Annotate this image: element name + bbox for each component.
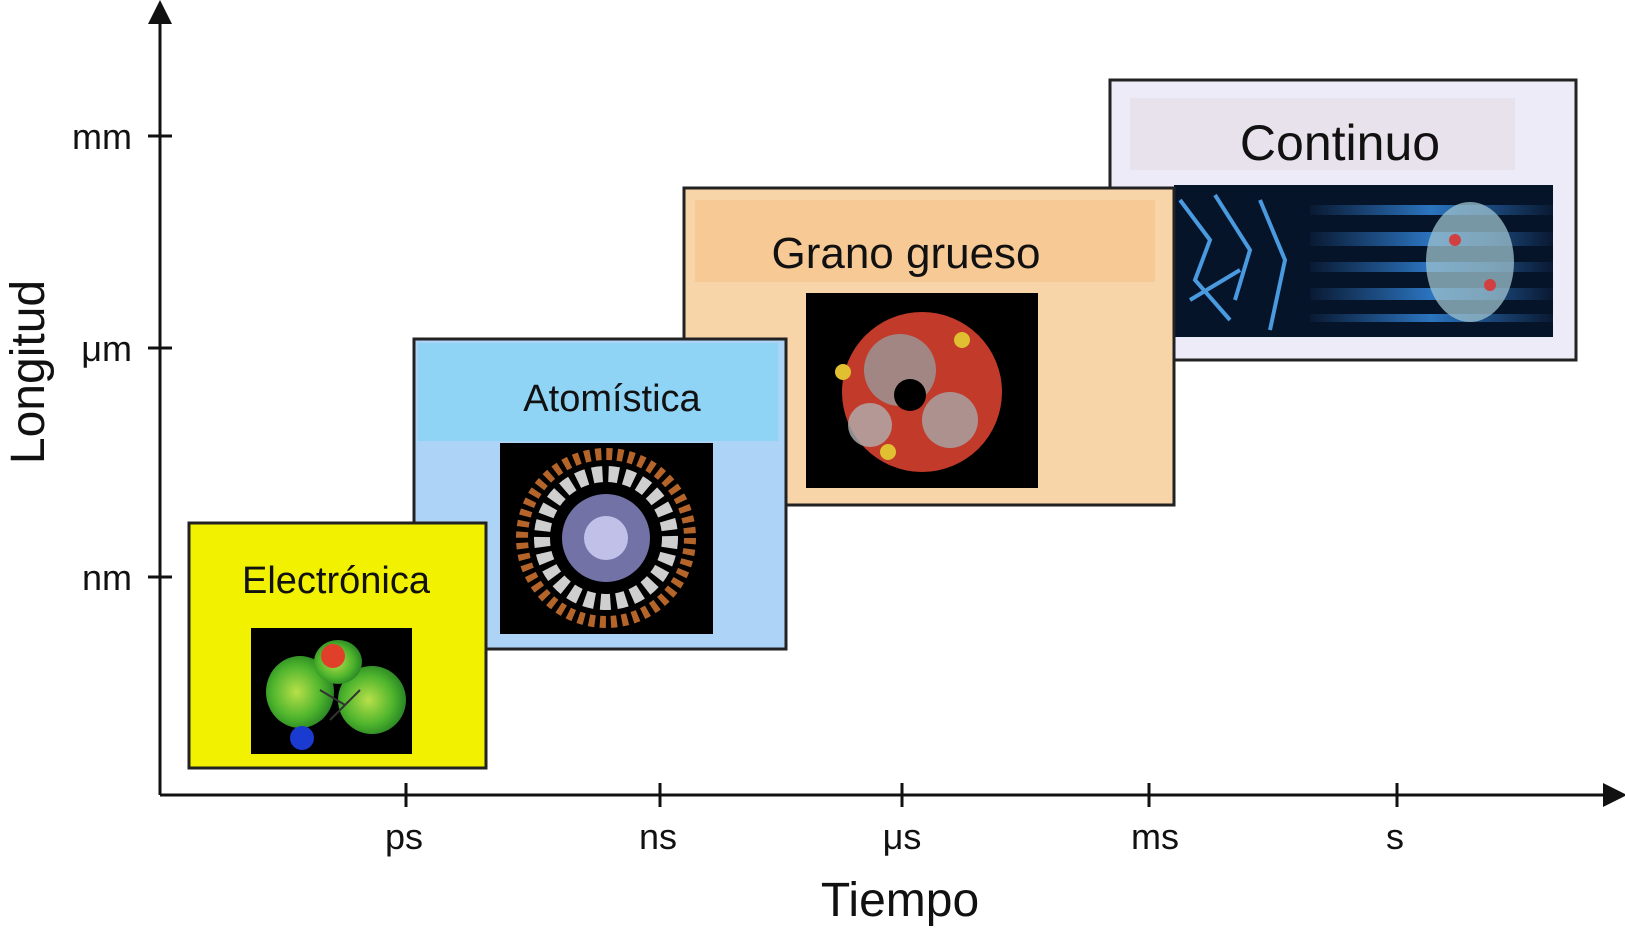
coarse-grained-protein-image [806, 293, 1038, 488]
electrostatic-molecule-image [251, 628, 412, 754]
stripe [1310, 205, 1553, 215]
atomistic-ring-image [500, 443, 713, 634]
oxygen-region [321, 644, 345, 668]
box-grano-grueso-title-band [695, 200, 1155, 282]
box-continuo-title: Continuo [1240, 115, 1440, 171]
molecule-lobe [266, 656, 334, 728]
y-tick-label-um: μm [81, 328, 132, 369]
atom [1484, 279, 1496, 291]
nitrogen-region [290, 726, 314, 750]
atom [954, 332, 970, 348]
sphere-cluster [848, 403, 892, 447]
y-tick-label-mm: mm [72, 116, 132, 157]
atom [1449, 234, 1461, 246]
center-hole [894, 379, 926, 411]
atom [835, 364, 851, 380]
outer-ring [516, 448, 696, 628]
sphere-cluster [922, 392, 978, 448]
box-atomistica-title-band [418, 343, 778, 441]
y-tick-label-nm: nm [82, 557, 132, 598]
x-tick-label-s: s [1386, 816, 1404, 857]
box-continuo: Continuo [1108, 78, 1578, 362]
stick-bonds [1178, 193, 1288, 331]
molecule-lobe [338, 666, 406, 734]
center-core [584, 516, 628, 560]
box-atomistica: Atomística [412, 337, 788, 651]
box-atomistica-title: Atomística [523, 378, 701, 420]
box-grano-grueso-title: Grano grueso [771, 229, 1040, 278]
bond-lines [319, 689, 361, 721]
box-electronica-title: Electrónica [242, 560, 431, 602]
box-grano-grueso: Grano grueso [682, 186, 1176, 507]
stripe [1310, 314, 1553, 322]
x-tick-label-us: μs [883, 816, 922, 857]
x-tick-label-ns: ns [639, 816, 677, 857]
x-tick-label-ms: ms [1131, 816, 1179, 857]
y-axis-title: Longitud [2, 280, 55, 464]
x-tick-label-ps: ps [385, 816, 423, 857]
x-axis-title: Tiempo [821, 874, 979, 927]
atom [880, 444, 896, 460]
box-continuo-title-band [1130, 98, 1515, 170]
box-electronica: Electrónica [187, 521, 488, 770]
middle-ring [534, 466, 678, 610]
continuum-blue-ribbon-image [1174, 185, 1553, 337]
protein-blob [1426, 202, 1514, 322]
